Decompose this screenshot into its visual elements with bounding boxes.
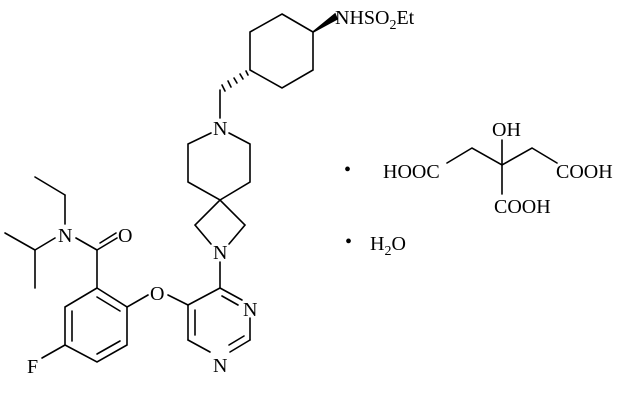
pyrimidine-n1-label: N <box>213 355 227 377</box>
bond <box>96 340 121 355</box>
bond <box>126 294 149 308</box>
bond <box>187 287 221 306</box>
piperidine-ring <box>187 132 251 201</box>
amide-n-label: N <box>58 225 72 247</box>
bond <box>75 237 98 251</box>
carbonyl-o-label: O <box>118 225 132 247</box>
bond <box>99 232 117 244</box>
bond <box>221 295 239 306</box>
bond <box>229 339 251 353</box>
wedge-bond <box>312 12 339 33</box>
hashed-bond <box>221 70 249 92</box>
azetidine-n-label: N <box>213 242 227 264</box>
sulfonamide-label: NHSO2Et <box>335 7 415 33</box>
cyclohexane-ring <box>249 13 314 89</box>
salt-dot: • <box>344 159 351 181</box>
citric-cooh-bottom-label: COOH <box>494 196 551 218</box>
bond <box>228 335 245 346</box>
fluorine-label: F <box>27 356 38 378</box>
bond <box>4 232 36 251</box>
bond <box>41 344 66 359</box>
citric-cooh-right-label: COOH <box>556 161 613 183</box>
benzene-ring <box>64 287 128 363</box>
bond <box>96 237 118 251</box>
azetidine-ring <box>193 198 247 245</box>
bond <box>187 339 211 353</box>
bond <box>96 296 121 312</box>
citric-oh-label: OH <box>492 119 521 141</box>
bond <box>167 294 189 306</box>
water-label: H2O <box>370 233 406 259</box>
bond <box>34 176 66 196</box>
citric-hooc-label: HOOC <box>383 161 440 183</box>
bond <box>34 237 56 251</box>
pyrimidine-n3-label: N <box>243 299 257 321</box>
piperidine-n-label: N <box>213 118 227 140</box>
ether-o-label: O <box>150 283 164 305</box>
hydrate-dot: • <box>345 231 352 253</box>
bond <box>219 287 243 301</box>
